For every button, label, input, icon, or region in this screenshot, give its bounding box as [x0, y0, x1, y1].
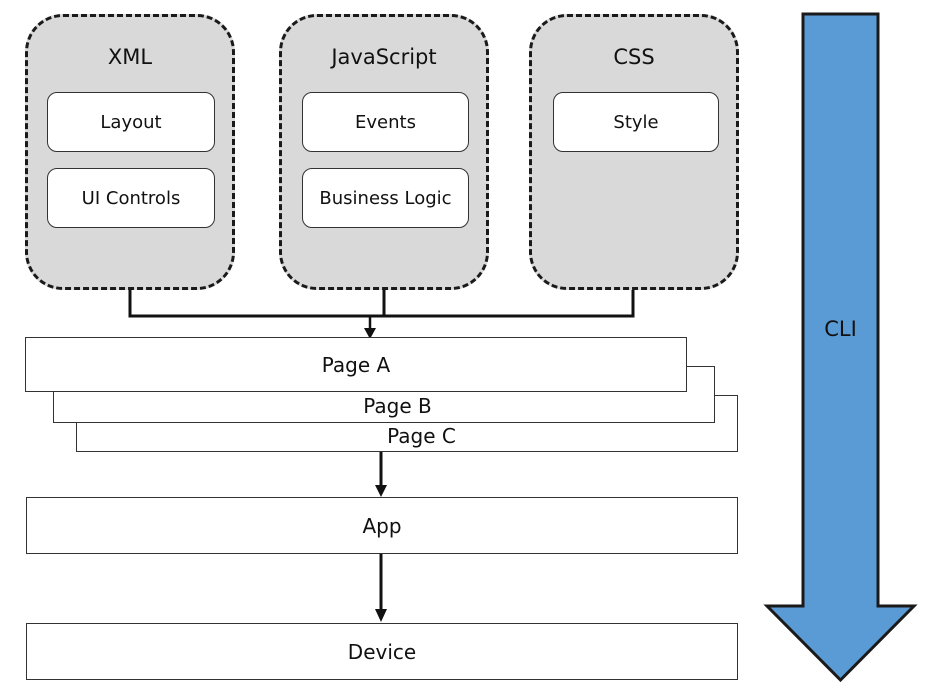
css-group-title: CSS [613, 45, 655, 69]
app-to-device-arrowhead [375, 609, 387, 622]
page-a-box: Page A [25, 337, 687, 392]
page-a-label: Page A [321, 352, 391, 377]
page-c-label: Page C [387, 424, 456, 448]
device-box: Device [26, 623, 738, 680]
page-b-label: Page B [363, 394, 432, 418]
cli-arrow [763, 12, 918, 683]
events-chip: Events [302, 92, 469, 152]
cli-label: CLI [824, 317, 857, 341]
layout-chip: Layout [47, 92, 215, 152]
app-box: App [26, 497, 738, 554]
ui-controls-chip: UI Controls [47, 168, 215, 228]
xml-group: XML Layout UI Controls [25, 14, 235, 290]
business-logic-chip: Business Logic [302, 168, 469, 228]
xml-group-title: XML [107, 45, 153, 69]
javascript-group: JavaScript Events Business Logic [279, 14, 489, 290]
css-group: CSS Style [529, 14, 739, 290]
device-label: Device [347, 639, 417, 664]
pages-to-app-arrowhead [375, 485, 387, 497]
to-page-a-arrowhead [364, 328, 376, 339]
javascript-group-title: JavaScript [331, 45, 437, 69]
app-label: App [362, 513, 402, 538]
style-chip: Style [553, 92, 719, 152]
